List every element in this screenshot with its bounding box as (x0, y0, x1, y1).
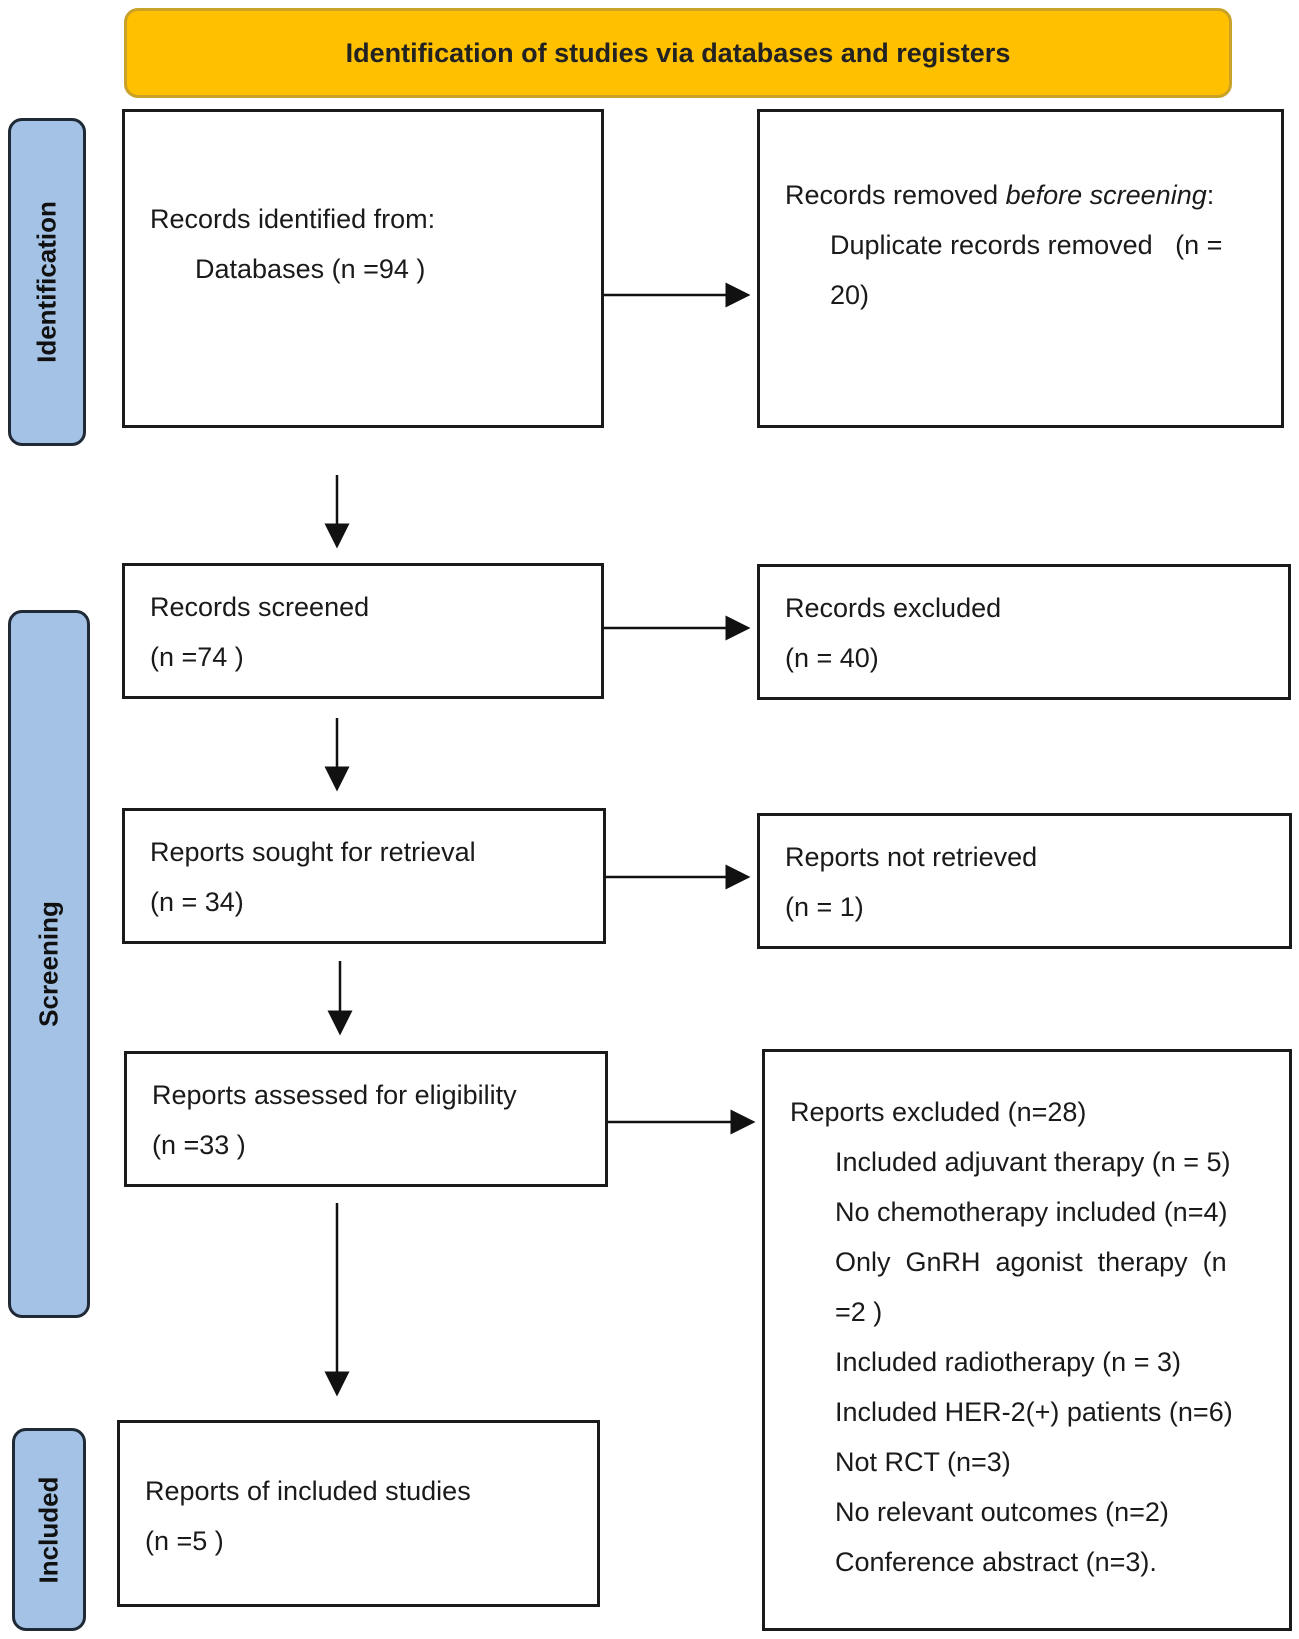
exclusion-reason: =2 ) (835, 1297, 883, 1327)
records-removed-title-suffix: : (1206, 180, 1215, 210)
records-excluded-box: Records excluded (n = 40) (757, 564, 1291, 700)
reports-not-retrieved-title: Reports not retrieved (785, 842, 1038, 872)
records-removed-title-italic: before screening (1005, 180, 1207, 210)
records-excluded-count: (n = 40) (785, 643, 879, 673)
reports-sought-count: (n = 34) (150, 887, 244, 917)
header-banner: Identification of studies via databases … (124, 8, 1232, 98)
phase-included: Included (12, 1428, 86, 1631)
reports-assessed-count: (n =33 ) (152, 1130, 246, 1160)
exclusion-reason: Included adjuvant therapy (n = 5) (835, 1147, 1231, 1177)
exclusion-reason: Not RCT (n=3) (835, 1447, 1011, 1477)
exclusion-reason: No chemotherapy included (n=4) (835, 1197, 1228, 1227)
records-screened-box: Records screened (n =74 ) (122, 563, 604, 699)
reports-assessed-title: Reports assessed for eligibility (152, 1080, 517, 1110)
reports-included-count: (n =5 ) (145, 1526, 224, 1556)
duplicates-line-1: Duplicate records removed (n = (830, 230, 1223, 260)
reports-excluded-title: Reports excluded (n=28) (790, 1097, 1087, 1127)
reports-sought-title: Reports sought for retrieval (150, 837, 476, 867)
reports-not-retrieved-box: Reports not retrieved (n = 1) (757, 813, 1292, 949)
records-removed-box: Records removed before screening: Duplic… (757, 109, 1284, 428)
records-removed-title: Records removed before screening: (785, 170, 1281, 220)
reports-assessed-box: Reports assessed for eligibility (n =33 … (124, 1051, 608, 1187)
reports-excluded-box: Reports excluded (n=28) Included adjuvan… (762, 1049, 1292, 1631)
records-identified-title: Records identified from: (150, 204, 436, 234)
header-title: Identification of studies via databases … (345, 37, 1011, 68)
records-removed-title-prefix: Records removed (785, 180, 1006, 210)
exclusion-reason: Only GnRH agonist therapy (n (835, 1247, 1227, 1277)
records-identified-databases: Databases (n =94 ) (195, 254, 426, 284)
reports-not-retrieved-count: (n = 1) (785, 892, 864, 922)
exclusion-reason: Included radiotherapy (n = 3) (835, 1347, 1181, 1377)
duplicates-line-2: 20) (830, 280, 870, 310)
records-screened-count: (n =74 ) (150, 642, 244, 672)
phase-screening: Screening (8, 610, 90, 1318)
exclusion-reason: No relevant outcomes (n=2) (835, 1497, 1169, 1527)
records-identified-box: Records identified from: Databases (n =9… (122, 109, 604, 428)
records-screened-title: Records screened (150, 592, 370, 622)
exclusion-reason: Conference abstract (n=3). (835, 1547, 1157, 1577)
records-excluded-title: Records excluded (785, 593, 1002, 623)
reports-sought-box: Reports sought for retrieval (n = 34) (122, 808, 606, 944)
exclusion-reason: Included HER-2(+) patients (n=6) (835, 1397, 1233, 1427)
reports-included-title: Reports of included studies (145, 1476, 471, 1506)
reports-included-box: Reports of included studies (n =5 ) (117, 1420, 600, 1607)
phase-identification: Identification (8, 118, 86, 446)
